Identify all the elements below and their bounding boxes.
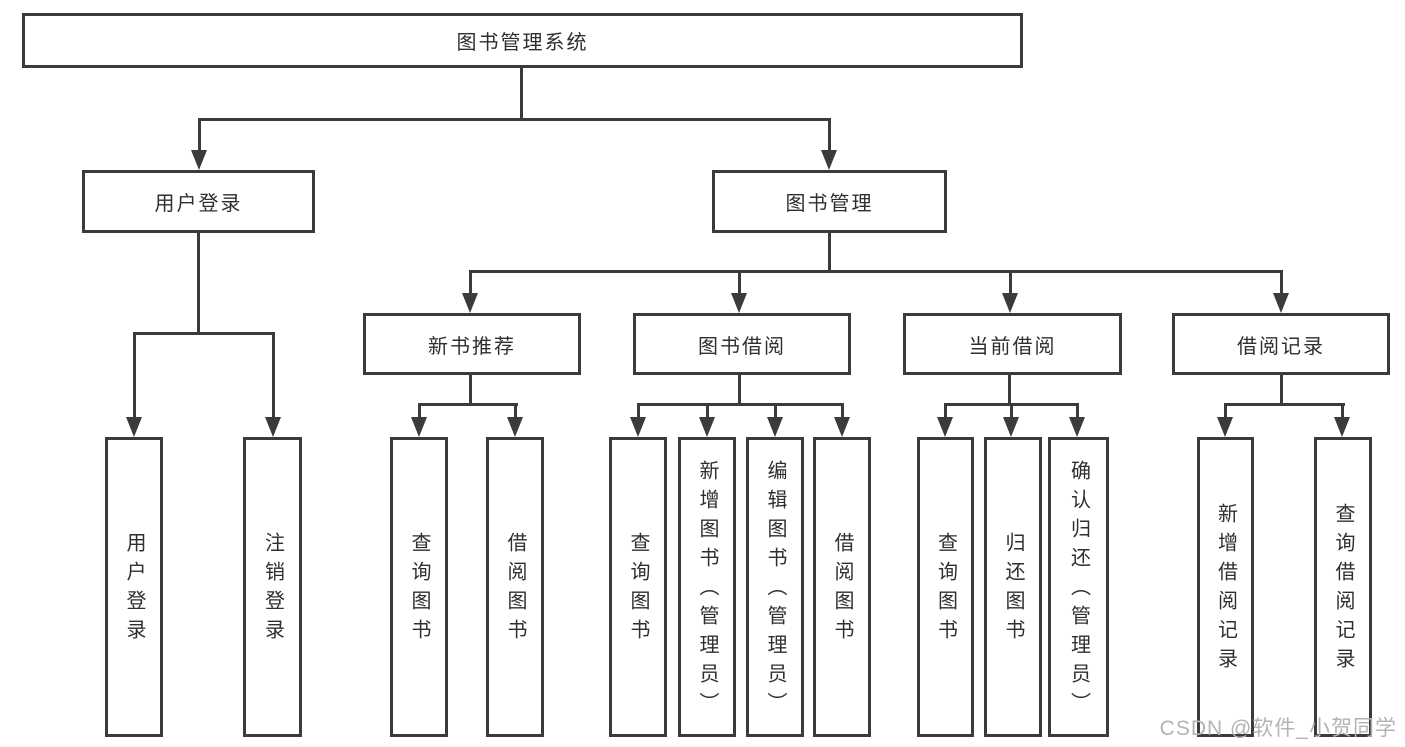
arrow-to-borrow-records	[1273, 272, 1289, 313]
node-label: 图书借阅	[698, 335, 786, 358]
node-label: 图书管理系统	[456, 32, 589, 54]
node-label: 归还图书	[1002, 532, 1024, 648]
leaf-add-books-admin: 新增图书（管理员）	[678, 437, 736, 737]
arrow-to-leaf-query-record	[1334, 405, 1350, 437]
arrow-to-book-borrow	[731, 272, 747, 313]
node-label: 新书推荐	[428, 335, 516, 358]
arrow-to-leaf-query-current	[937, 405, 953, 437]
connector-current-borrow-stem	[1008, 375, 1011, 405]
connector-borrow-records-bus	[1224, 403, 1345, 406]
leaf-add-borrow-record: 新增借阅记录	[1197, 437, 1254, 737]
leaf-borrow-books-borrowing: 借阅图书	[813, 437, 871, 737]
node-label: 借阅图书	[504, 532, 526, 648]
node-root-book-management-system: 图书管理系统	[22, 13, 1023, 68]
node-label: 用户登录	[154, 193, 243, 215]
leaf-confirm-return-admin: 确认归还（管理员）	[1048, 437, 1109, 737]
connector-root-stem	[520, 68, 523, 120]
arrow-to-current-borrow	[1002, 272, 1018, 313]
csdn-watermark: CSDN @软件_小贺同学	[1159, 717, 1397, 740]
connector-new-book-bus	[418, 403, 518, 406]
leaf-query-books-recommend: 查询图书	[390, 437, 448, 737]
node-new-book-recommend: 新书推荐	[363, 313, 581, 375]
arrow-to-book-mgmt	[821, 120, 837, 170]
leaf-query-borrow-record: 查询借阅记录	[1314, 437, 1372, 737]
leaf-query-books-current: 查询图书	[917, 437, 974, 737]
arrow-to-leaf-add-record	[1217, 405, 1233, 437]
arrow-to-leaf-borrow-recommend	[507, 405, 523, 437]
connector-root-bus	[198, 118, 831, 121]
node-label: 新增借阅记录	[1214, 503, 1237, 677]
arrow-to-leaf-confirm-return	[1069, 405, 1085, 437]
arrow-to-leaf-query-borrowing	[630, 405, 646, 437]
connector-user-login-bus	[133, 332, 275, 335]
connector-book-mgmt-stem	[828, 233, 831, 272]
arrow-to-leaf-query-recommend	[411, 405, 427, 437]
connector-borrow-records-stem	[1280, 375, 1283, 405]
node-book-borrowing: 图书借阅	[633, 313, 851, 375]
arrow-to-leaf-borrow-borrowing	[834, 405, 850, 437]
node-current-borrowing: 当前借阅	[903, 313, 1122, 375]
connector-book-borrow-bus	[637, 403, 844, 406]
connector-current-borrow-bus	[944, 403, 1079, 406]
node-label: 查询图书	[934, 532, 957, 648]
arrow-to-leaf-add-books	[699, 405, 715, 437]
node-label: 编辑图书（管理员）	[764, 459, 786, 721]
node-user-login: 用户登录	[82, 170, 315, 233]
connector-new-book-stem	[469, 375, 472, 405]
node-label: 查询借阅记录	[1332, 503, 1354, 677]
node-label: 查询图书	[627, 532, 649, 648]
leaf-query-books-borrowing: 查询图书	[609, 437, 667, 737]
node-label: 当前借阅	[968, 335, 1057, 358]
node-label: 查询图书	[408, 532, 430, 648]
leaf-return-books: 归还图书	[984, 437, 1042, 737]
arrow-to-user-login	[191, 120, 207, 170]
leaf-user-login: 用户登录	[105, 437, 163, 737]
node-label: 注销登录	[261, 532, 284, 648]
node-label: 图书管理	[785, 193, 874, 215]
arrow-to-leaf-return-books	[1003, 405, 1019, 437]
node-label: 用户登录	[123, 532, 145, 648]
node-label: 确认归还（管理员）	[1067, 459, 1090, 721]
arrow-to-leaf-edit-books	[767, 405, 783, 437]
node-label: 新增图书（管理员）	[696, 459, 718, 721]
arrow-to-new-book	[462, 272, 478, 313]
leaf-logout: 注销登录	[243, 437, 302, 737]
leaf-borrow-books-recommend: 借阅图书	[486, 437, 544, 737]
arrow-to-leaf-logout	[265, 335, 281, 437]
node-borrowing-records: 借阅记录	[1172, 313, 1390, 375]
connector-book-mgmt-bus	[469, 270, 1283, 273]
connector-book-borrow-stem	[738, 375, 741, 405]
node-book-management: 图书管理	[712, 170, 947, 233]
node-label: 借阅图书	[831, 532, 853, 648]
node-label: 借阅记录	[1237, 335, 1325, 358]
arrow-to-leaf-user-login	[126, 335, 142, 437]
connector-user-login-stem	[197, 233, 200, 335]
leaf-edit-books-admin: 编辑图书（管理员）	[746, 437, 804, 737]
